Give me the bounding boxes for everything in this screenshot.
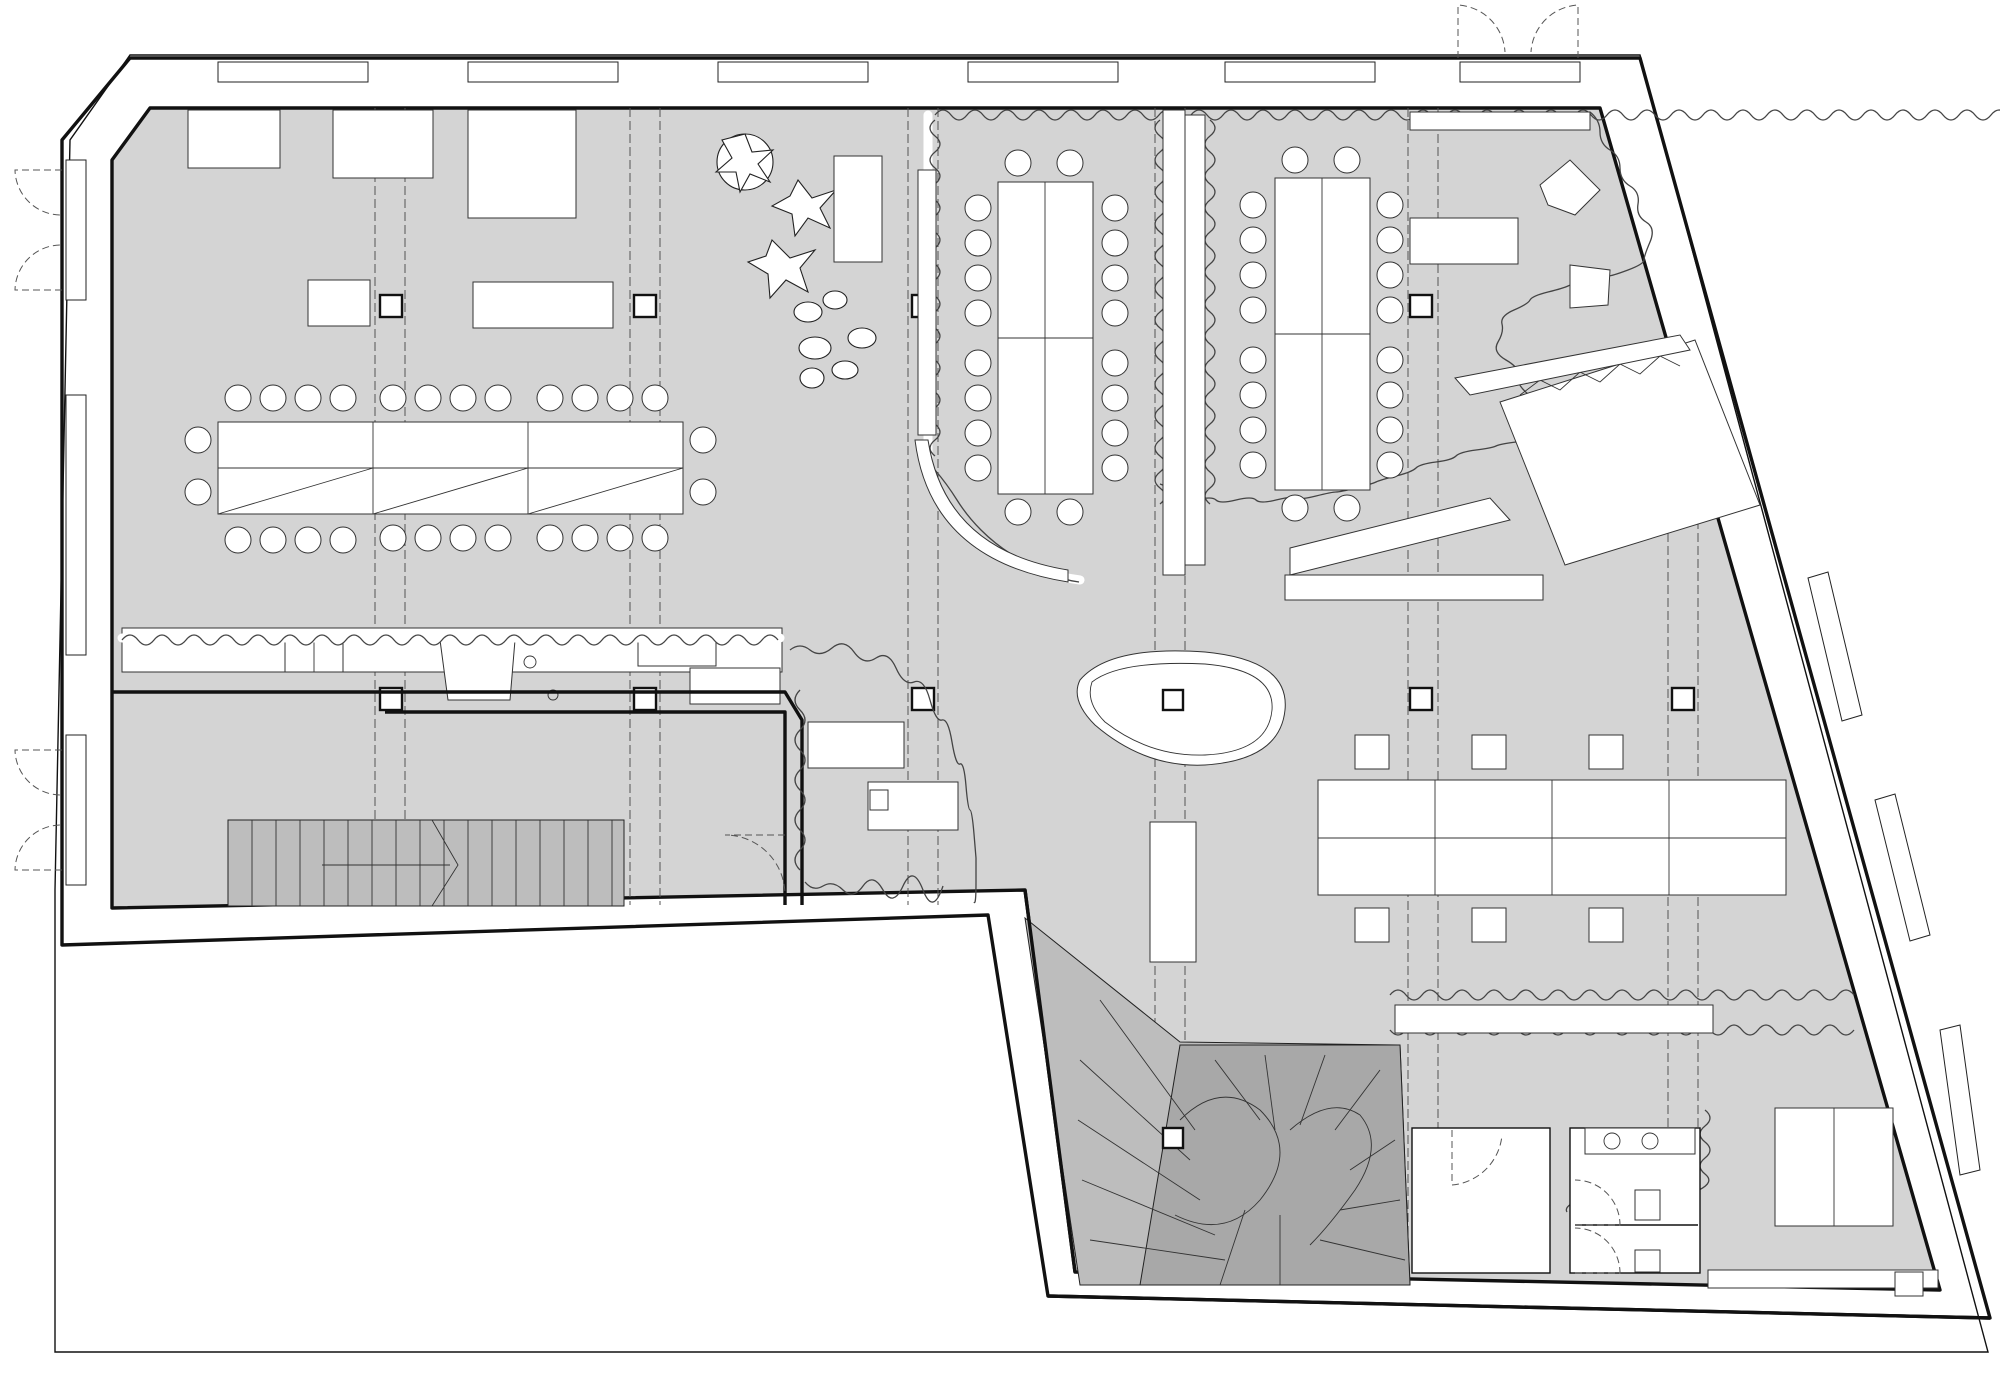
left-windows xyxy=(65,159,87,886)
upper-left-cabinets xyxy=(187,109,614,329)
divider-panels-2 xyxy=(1184,114,1206,566)
plant-4-icon xyxy=(793,290,877,389)
side-cabinet xyxy=(833,155,883,263)
top-windows xyxy=(217,61,1581,83)
spiral-stairs xyxy=(1024,916,1411,1286)
exterior-wall-outer xyxy=(60,56,1992,1320)
work-desks xyxy=(1317,779,1787,896)
angled-bench xyxy=(1284,497,1544,601)
floor-area xyxy=(112,108,1940,1290)
curved-screen xyxy=(914,439,1069,583)
conference-2-seats xyxy=(1239,146,1404,522)
conference-table-1 xyxy=(997,181,1094,495)
conference-table-2 xyxy=(1274,177,1371,491)
stair-room-wall-inner xyxy=(385,710,787,905)
lounge-furniture xyxy=(1409,111,1611,309)
long-table-seats xyxy=(184,384,717,554)
stair-room-door xyxy=(724,834,786,896)
plant-1-icon xyxy=(714,133,775,194)
long-meeting-table xyxy=(217,421,684,515)
stair-opening-wall xyxy=(1023,889,1077,1273)
potted-plants xyxy=(714,133,877,389)
angled-shaft xyxy=(1454,334,1761,566)
desk-stools xyxy=(1354,734,1624,943)
lower-bench xyxy=(1394,1004,1714,1034)
oval-skylight xyxy=(1076,650,1286,766)
center-cabinets xyxy=(807,721,1197,963)
conference-1-seats xyxy=(964,149,1129,526)
divider-panels-1 xyxy=(917,169,937,436)
corner-desk xyxy=(1707,1107,1939,1297)
stair-room-wall xyxy=(112,690,804,905)
straight-staircase xyxy=(227,819,625,907)
exterior-doors xyxy=(14,4,1579,871)
plant-2-icon xyxy=(770,178,838,238)
bottom-wall xyxy=(1047,1294,1991,1320)
restrooms xyxy=(1411,1127,1701,1274)
central-divider xyxy=(1162,109,1186,576)
right-windows xyxy=(1807,571,1981,1176)
plant-3-icon xyxy=(746,239,817,300)
site-boundary xyxy=(54,54,1989,1353)
